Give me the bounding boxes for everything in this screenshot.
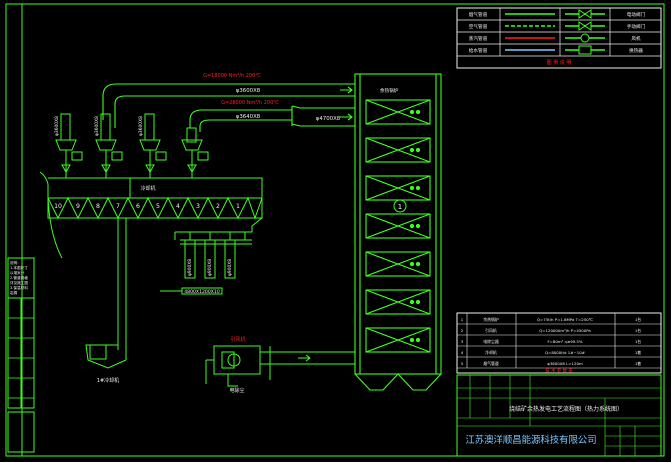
riser-labels: φ3600X8 φ3600X8 φ3600X8 — [54, 116, 144, 136]
cooler-label: 冷却机 — [140, 185, 155, 192]
chamber-number: 3 — [196, 203, 200, 210]
svg-text:1: 1 — [398, 203, 402, 211]
main-duct-system — [102, 83, 355, 132]
company-name: 江苏澳洋顺昌能源科技有限公司 — [465, 434, 596, 446]
legend-row-right: 电动阀门 — [627, 11, 646, 18]
left-note-line: 岩棉 — [10, 290, 18, 295]
drop-label: φ900X8 — [207, 259, 213, 276]
param-row-spec: Q=8000t/d 1#~10# — [545, 350, 585, 355]
cooler-bed — [39, 171, 263, 259]
left-note-line: 说明： — [10, 260, 21, 265]
left-note-line: 2.管道规格 — [10, 275, 28, 280]
tube-bundle — [365, 99, 431, 125]
main-duct-note: G=18000 Nm³/h 200℃ — [203, 73, 261, 79]
param-row-qty: 1台 — [635, 339, 641, 344]
tube-bundle — [365, 327, 431, 353]
legend-row-left: 给水管道 — [469, 47, 488, 54]
legend-row-left: 蒸汽管道 — [469, 35, 488, 42]
left-note-line: 详见施工图 — [10, 280, 28, 285]
chamber-number: 8 — [96, 203, 100, 210]
chamber-number: 10 — [54, 203, 62, 210]
hopper-duct-size: 4800X1200X10 — [184, 289, 220, 295]
chamber-number: 5 — [156, 203, 160, 210]
left-note-line: 1.本图尺寸 — [10, 265, 28, 270]
branch-duct-note: G=28000 Nm³/h 200℃ — [221, 100, 279, 106]
legend-row-right: 风机 — [631, 35, 641, 42]
tube-bundle — [365, 137, 431, 163]
riser-label: φ3600X8 — [54, 116, 60, 136]
param-row-spec: Q=120000m³/h P=4500Pa — [539, 328, 591, 333]
chamber-numbers: 10 9 8 7 6 5 4 3 2 1 — [54, 203, 240, 210]
drop-collectors — [85, 218, 252, 369]
param-row-name: 引风机 — [485, 328, 497, 333]
legend-row-left: 烟气管道 — [469, 11, 488, 18]
riser-label: φ3600X8 — [94, 116, 100, 136]
precipitator-group — [205, 345, 355, 387]
chamber-number: 1 — [236, 203, 240, 210]
left-note-line: 以毫米计 — [10, 270, 25, 275]
param-row-name: 冷却机 — [485, 350, 497, 355]
hopper-duct: 4800X1200X10 — [160, 287, 223, 295]
param-row-no: 3 — [461, 339, 464, 344]
param-row-name: 烟气管道 — [483, 361, 499, 366]
precipitator-label: 电除尘 — [229, 387, 244, 394]
param-row-no: 2 — [461, 328, 464, 333]
param-row-no: 4 — [461, 350, 464, 355]
main-duct-size: φ3600X8 — [236, 88, 261, 94]
param-row-qty: 1套 — [635, 361, 641, 366]
drawing-title: 烧结矿余热发电工艺流程图（热力系统图） — [509, 405, 623, 413]
param-row-qty: 1套 — [635, 350, 641, 355]
param-row-qty: 1台 — [635, 328, 641, 333]
branch-duct-size: φ3640X8 — [236, 114, 261, 120]
param-row-name: 余热锅炉 — [483, 317, 499, 322]
param-row-spec: Q=75t/h P=1.6MPa T=250℃ — [537, 317, 594, 322]
param-row-name: 电除尘器 — [483, 339, 499, 344]
param-row-no: 1 — [461, 317, 464, 322]
tube-bundle — [365, 289, 431, 315]
param-row-spec: F=80m² η≥99.5% — [547, 339, 582, 344]
param-row-qty: 1台 — [635, 317, 641, 322]
tube-bundle — [365, 213, 431, 239]
parameter-table: 1 余热锅炉 Q=75t/h P=1.6MPa T=250℃ 1台 2 引风机 Q=1200… — [456, 312, 662, 374]
legend-row-left: 空气管道 — [469, 23, 488, 30]
drop-label: φ900X8 — [187, 259, 193, 276]
parameter-table-title: 技 术 参 数 表 — [545, 367, 573, 374]
kiln-outlet-label: 1#冷却机 — [97, 377, 119, 384]
tower-inlet-size: φ4700X8 — [316, 116, 341, 122]
tube-bundle — [365, 251, 431, 277]
chamber-number: 2 — [216, 203, 220, 210]
legend-row-right: 手动阀门 — [627, 23, 646, 30]
riser-group — [55, 113, 209, 178]
drop-labels: φ900X8 φ900X8 φ900X8 — [187, 259, 233, 276]
chamber-number: 7 — [116, 203, 120, 210]
chamber-number: 4 — [176, 203, 180, 210]
duct-labels: G=18000 Nm³/h 200℃ φ3600X8 G=28000 Nm³/h… — [203, 73, 341, 122]
legend-row-right: 换热器 — [629, 47, 643, 54]
riser-label: φ3600X8 — [138, 116, 144, 136]
tower-label: 余热锅炉 — [380, 87, 399, 94]
param-row-no: 5 — [461, 361, 464, 366]
title-block: 烧结矿余热发电工艺流程图（热力系统图） 江苏澳洋顺昌能源科技有限公司 — [456, 374, 662, 457]
drawing-frame — [5, 3, 665, 457]
left-note-line: 3.保温材料 — [10, 285, 28, 290]
drop-label: φ900X8 — [227, 259, 233, 276]
tower-section-marker: 1 — [393, 199, 407, 213]
chamber-number: 9 — [76, 203, 80, 210]
fan-label: 引风机 — [230, 336, 245, 343]
chamber-number: 6 — [136, 203, 140, 210]
boiler-tower — [354, 73, 442, 391]
tube-bundle — [365, 175, 431, 201]
param-row-spec: φ3600X8 L=120m — [547, 361, 583, 366]
legend-title: 图 例 说 明 — [547, 59, 572, 66]
